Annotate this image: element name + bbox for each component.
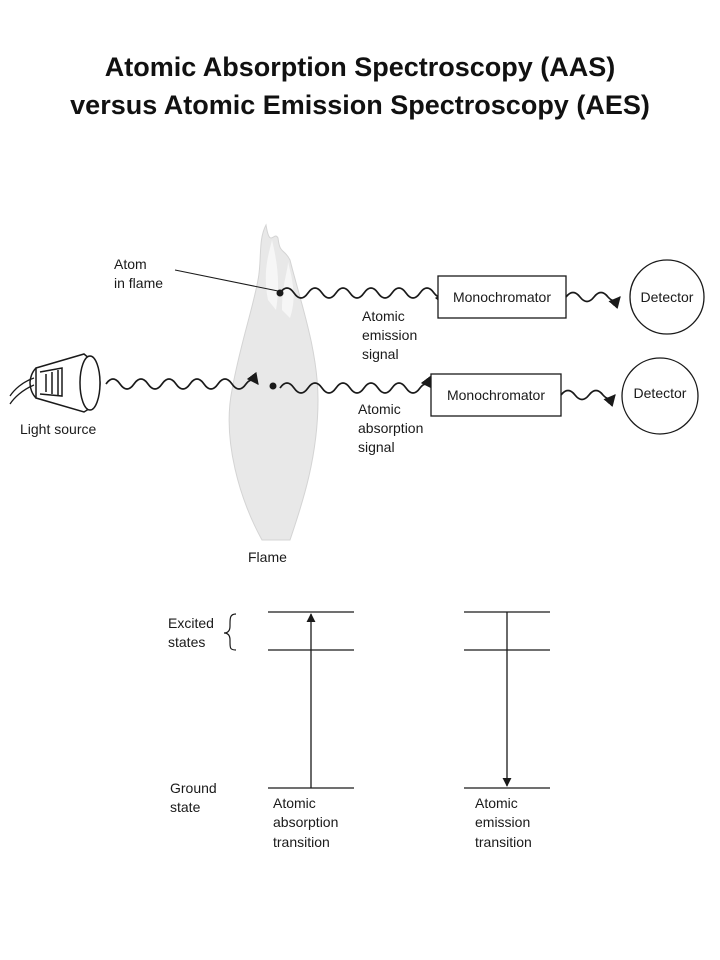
lamp-to-atom-wave [105, 371, 259, 390]
emission-signal-label-line-1: Atomic [362, 308, 405, 324]
excited-states-label-line-1: Excited [168, 615, 214, 631]
atom-label-line-1: Atom [114, 256, 147, 272]
atom-leader-line [174, 269, 279, 292]
atom-dot-lower [269, 382, 277, 390]
emission-transition-label-line-1: Atomic [475, 795, 518, 811]
ground-state-label-line-1: Ground [170, 780, 217, 796]
flame-label: Flame [248, 549, 287, 565]
excited-states-brace [223, 613, 237, 651]
flame [228, 223, 319, 541]
absorption-signal-label-line-3: signal [358, 439, 395, 455]
atom-dot-upper [276, 289, 284, 297]
ground-state-label-line-2: state [170, 799, 201, 815]
absorption-transition-label-line-1: Atomic [273, 795, 316, 811]
emission-signal-label-line-3: signal [362, 346, 399, 362]
light-source-label: Light source [20, 421, 96, 437]
atom-to-monochromator-wave [279, 375, 433, 394]
monochromator-box-lower [430, 373, 562, 417]
detector-label-upper: Detector [641, 289, 694, 305]
detector-circle-lower [621, 357, 699, 435]
mono-to-detector-wave-upper [565, 291, 621, 310]
absorption-transition-label-line-3: transition [273, 834, 330, 850]
page-title-line-1: Atomic Absorption Spectroscopy (AAS) [104, 52, 616, 82]
flame-inner-tongue [282, 262, 294, 318]
mono-to-detector-wave-lower [560, 389, 616, 408]
light-source-lamp-icon [9, 353, 101, 413]
detector-circle-upper [629, 259, 705, 335]
absorption-signal-label-line-1: Atomic [358, 401, 401, 417]
emission-signal-label-line-2: emission [362, 327, 417, 343]
atom-label-line-2: in flame [114, 275, 163, 291]
excited-states-label-line-2: states [168, 634, 205, 650]
flame-inner-tongue [265, 240, 279, 310]
monochromator-label-upper: Monochromator [453, 289, 551, 305]
energy-level-diagram [223, 611, 550, 789]
flame-body [228, 223, 319, 541]
emission-transition-label-line-2: emission [475, 814, 530, 830]
emission-wave [279, 287, 447, 306]
emission-transition-label-line-3: transition [475, 834, 532, 850]
page-title-line-2: versus Atomic Emission Spectroscopy (AES… [70, 90, 650, 120]
detector-label-lower: Detector [634, 385, 687, 401]
absorption-signal-label-line-2: absorption [358, 420, 423, 436]
monochromator-label-lower: Monochromator [447, 387, 545, 403]
absorption-transition-label-line-2: absorption [273, 814, 338, 830]
